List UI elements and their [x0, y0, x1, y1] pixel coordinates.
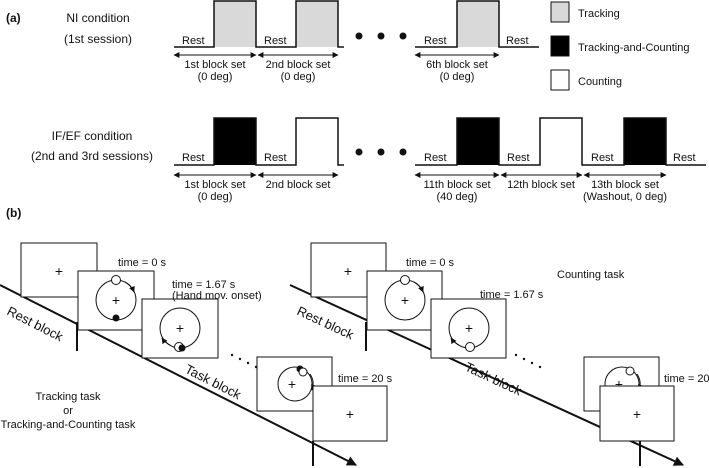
left-screen-rest-end	[312, 385, 388, 442]
ni-set-2-deg: (0 deg)	[281, 71, 316, 83]
ifef-set-11-name: 11th block set	[423, 179, 490, 191]
ifef-rest-label-4: Rest	[507, 152, 530, 164]
right-t0-target-dot	[400, 275, 410, 285]
right-rest-fixation: +	[344, 263, 352, 279]
legend-swatch-counting	[550, 69, 570, 91]
left-time-20: time = 20 s	[338, 373, 393, 385]
right-t20-target-dot	[625, 366, 635, 376]
ifef-condition-title: IF/EF condition	[52, 129, 133, 143]
right-time-0: time = 0 s	[406, 257, 454, 269]
ni-timeline-signal	[174, 0, 539, 48]
left-t0-fixation: +	[112, 292, 120, 308]
ifef-rest-label-6: Rest	[673, 152, 696, 164]
left-t0-target-dot	[111, 275, 121, 285]
right-screen-rest-end	[599, 385, 675, 442]
left-t0-rotation-arrow	[124, 281, 135, 293]
ni-set-6-deg: (0 deg)	[440, 71, 475, 83]
ifef-tracking-counting-block-1	[214, 118, 256, 165]
ni-tracking-block-2	[296, 1, 338, 47]
right-screen-t167	[430, 298, 507, 359]
left-t167-rotation-arrow	[161, 337, 171, 346]
ifef-condition-subtitle: (2nd and 3rd sessions)	[31, 149, 153, 163]
ifef-set-13-name: 13th block set	[591, 179, 659, 191]
right-middle-ellipsis	[514, 353, 542, 369]
panel-a-label: (a)	[6, 11, 21, 25]
ifef-rest-label-1: Rest	[182, 152, 205, 164]
ifef-set-1-deg: (0 deg)	[198, 191, 233, 203]
legend-label-tracking: Tracking	[578, 8, 620, 20]
left-caption-line-2: or	[63, 405, 73, 417]
legend-label-tracking-counting: Tracking-and-Counting	[578, 42, 689, 54]
ifef-counting-block-2	[296, 118, 338, 165]
left-time-167: time = 1.67 s	[172, 279, 236, 291]
ni-rest-label-1: Rest	[182, 35, 205, 47]
ifef-rest-label-3: Rest	[424, 152, 447, 164]
ni-tracking-block-6	[457, 1, 499, 47]
ni-set-2-name: 2nd block set	[266, 59, 331, 71]
right-t0-fixation: +	[401, 292, 409, 308]
ifef-ellipsis	[355, 148, 407, 156]
ni-condition-title: NI condition	[66, 11, 129, 25]
ifef-rest-label-2: Rest	[264, 152, 287, 164]
ni-ellipsis	[355, 32, 407, 40]
left-caption-line-3: Tracking-and-Counting task	[1, 419, 136, 431]
left-t20-fixation: +	[288, 376, 296, 392]
left-t0-hand-dot	[112, 314, 120, 322]
ifef-set-12-name: 12th block set	[507, 179, 575, 191]
left-time-axis	[0, 284, 357, 466]
right-t167-rotation-arrow	[450, 337, 460, 346]
left-end-fixation: +	[346, 406, 354, 422]
left-caption-line-1: Tracking task	[35, 391, 101, 403]
right-end-fixation: +	[633, 406, 641, 422]
left-rest-fixation: +	[55, 263, 63, 279]
ni-rest-label-2: Rest	[264, 35, 287, 47]
ifef-rest-label-5: Rest	[591, 152, 614, 164]
right-caption: Counting task	[557, 269, 625, 281]
left-hand-onset: (Hand mov. onset)	[172, 290, 262, 302]
right-t20-fixation: +	[615, 376, 623, 392]
ifef-set-1-name: 1st block set	[184, 179, 245, 191]
ni-condition-subtitle: (1st session)	[64, 32, 132, 46]
ni-set-1-deg: (0 deg)	[198, 71, 233, 83]
right-task-block-label: Task block	[463, 359, 525, 398]
ifef-set-2-name: 2nd block set	[266, 179, 331, 191]
legend-swatch-tracking-counting	[550, 35, 570, 57]
ifef-tracking-counting-block-11	[457, 118, 499, 165]
left-t167-hand-dot	[178, 344, 186, 352]
ifef-set-13-deg: (Washout, 0 deg)	[583, 191, 667, 203]
left-t20-target-dot	[298, 367, 308, 377]
ifef-set-11-deg: (40 deg)	[437, 191, 478, 203]
ifef-timeline-signal	[174, 117, 706, 166]
legend-swatch-tracking	[550, 1, 570, 23]
left-t20-rotation-arrow	[309, 373, 317, 391]
ni-rest-label-4: Rest	[506, 35, 529, 47]
right-t0-rotation-arrow	[413, 281, 424, 293]
left-middle-ellipsis	[230, 353, 258, 369]
right-rest-block-label: Rest block	[295, 303, 357, 342]
ni-rest-label-3: Rest	[424, 35, 447, 47]
legend-label-counting: Counting	[578, 76, 622, 88]
right-time-167: time = 1.67 s	[480, 289, 544, 301]
ni-tracking-block-1	[214, 1, 256, 47]
right-trial-sequence: + + + + + time = 0 s time = 1.67 s time …	[289, 242, 709, 466]
ni-set-6-name: 6th block set	[426, 59, 488, 71]
ni-set-1-name: 1st block set	[184, 59, 245, 71]
right-t167-fixation: +	[465, 320, 473, 336]
left-rest-block-label: Rest block	[5, 303, 66, 344]
left-time-0: time = 0 s	[118, 257, 166, 269]
legend: Tracking Tracking-and-Counting Counting	[550, 1, 689, 91]
left-t167-fixation: +	[176, 320, 184, 336]
right-t167-target-dot	[465, 342, 475, 352]
ifef-tracking-counting-block-13	[624, 118, 666, 165]
right-time-20: time = 20 s	[664, 373, 709, 385]
ifef-counting-block-12	[540, 118, 582, 165]
panel-b-label: (b)	[6, 206, 21, 220]
